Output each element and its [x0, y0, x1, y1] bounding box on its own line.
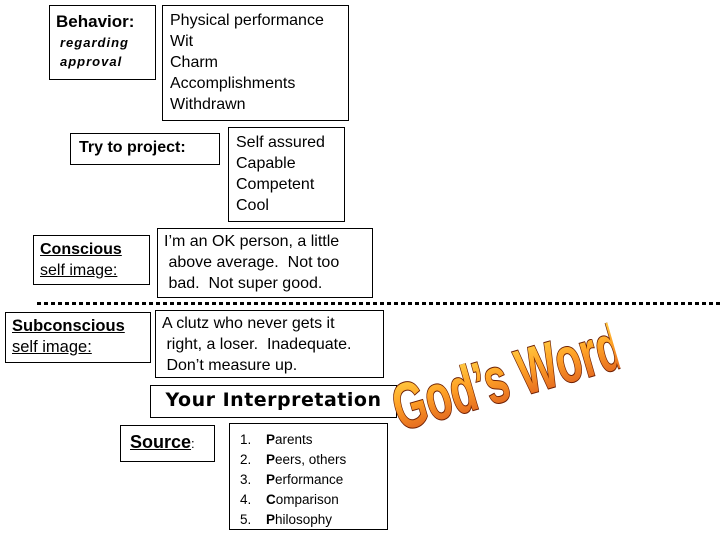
gods-word-wordart-svg: God’s Word	[383, 308, 631, 445]
subconscious-label-line1: Subconscious	[12, 317, 125, 335]
source-list-item: 3. Performance	[240, 470, 383, 490]
source-item-number: 4.	[240, 492, 252, 507]
subconscious-label-box: Subconscious self image:	[5, 312, 151, 363]
conscious-description-box: I’m an OK person, a little above average…	[157, 228, 373, 298]
subconscious-desc-line: Don’t measure up.	[162, 357, 298, 374]
project-trait: Self assured	[236, 134, 325, 151]
subconscious-desc-line: right, a loser. Inadequate.	[162, 336, 352, 353]
source-list-item: 2. Peers, others	[240, 450, 383, 470]
behavior-title: Behavior:	[56, 12, 135, 31]
project-trait: Capable	[236, 155, 296, 172]
behavior-trait: Wit	[170, 33, 194, 50]
conscious-desc-line: I’m an OK person, a little	[164, 233, 340, 250]
source-label-box: Source:	[120, 425, 215, 462]
interpretation-title-box: Your Interpretation	[150, 385, 397, 418]
source-item-number: 3.	[240, 472, 252, 487]
behavior-subtitle-line2: approval	[60, 54, 123, 69]
gods-word-wordart: God’s Word	[383, 308, 631, 457]
source-list-item: 5. Philosophy	[240, 510, 383, 530]
project-trait: Competent	[236, 176, 315, 193]
behavior-trait: Accomplishments	[170, 75, 296, 92]
source-item-text: Parents	[266, 432, 313, 447]
source-item-text: Philosophy	[266, 512, 333, 527]
source-item-number: 1.	[240, 432, 252, 447]
source-item-text: Peers, others	[266, 452, 347, 467]
subconscious-desc-line: A clutz who never gets it	[162, 315, 335, 332]
conscious-desc-line: bad. Not super good.	[164, 275, 323, 292]
behavior-trait: Charm	[170, 54, 219, 71]
subconscious-label-line2: self image:	[12, 338, 92, 356]
subconscious-description-box: A clutz who never gets it right, a loser…	[155, 310, 384, 378]
source-item-text: Comparison	[266, 492, 339, 507]
behavior-trait: Physical performance	[170, 12, 324, 29]
source-colon: :	[191, 436, 195, 451]
conscious-label-line1: Conscious	[40, 241, 122, 258]
conscious-label-box: Conscious self image:	[33, 235, 150, 285]
source-item-number: 2.	[240, 452, 252, 467]
source-list-item: 1. Parents	[240, 430, 383, 450]
project-traits-box: Self assured Capable Competent Cool	[228, 127, 345, 222]
behavior-label-box: Behavior: regarding approval	[49, 5, 156, 80]
gods-word-text: God’s Word	[384, 322, 627, 444]
source-list-box: 1. Parents 2. Peers, others 3. Performan…	[229, 423, 388, 530]
source-item-text: Performance	[266, 472, 344, 487]
project-trait: Cool	[236, 197, 269, 214]
source-item-number: 5.	[240, 512, 252, 527]
behavior-traits-box: Physical performance Wit Charm Accomplis…	[162, 5, 349, 121]
source-label: Source	[130, 432, 192, 452]
conscious-desc-line: above average. Not too	[164, 254, 340, 271]
behavior-trait: Withdrawn	[170, 96, 246, 113]
behavior-subtitle-line1: regarding	[60, 35, 129, 50]
try-to-project-label-box: Try to project:	[70, 133, 220, 165]
conscious-label-line2: self image:	[40, 262, 118, 279]
source-list-item: 4. Comparison	[240, 490, 383, 510]
dashed-divider-line	[37, 302, 720, 305]
